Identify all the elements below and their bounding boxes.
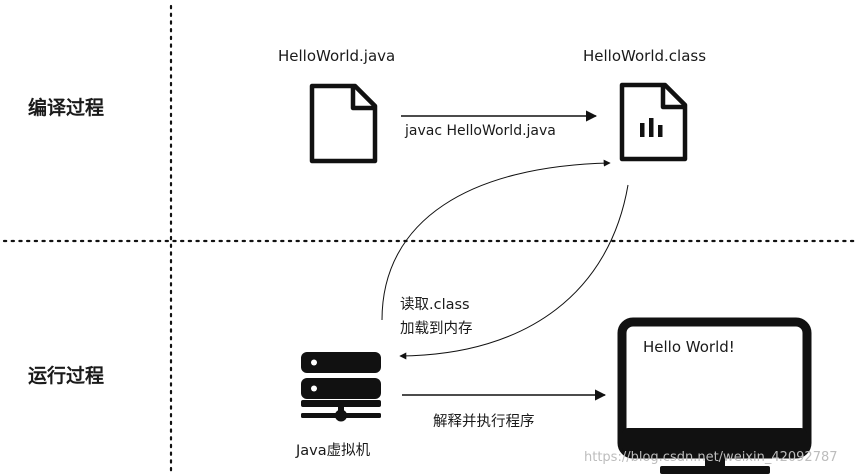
- monitor-icon: [617, 317, 812, 474]
- execute-label: 解释并执行程序: [433, 414, 535, 430]
- compile-phase-label: 编译过程: [28, 97, 105, 119]
- watermark-text: https://blog.csdn.net/weixin_42092787: [584, 450, 838, 465]
- run-phase-label: 运行过程: [28, 365, 105, 387]
- load-curve-up: [381, 159, 611, 321]
- load-label-line1: 读取.class: [400, 297, 470, 313]
- load-label-line2: 加载到内存: [400, 321, 473, 337]
- source-file-label: HelloWorld.java: [278, 47, 396, 65]
- jvm-server-icon: [301, 352, 381, 422]
- load-curve-down: [399, 184, 629, 360]
- class-file-icon: [619, 82, 688, 162]
- class-file-label: HelloWorld.class: [583, 47, 707, 65]
- monitor-output-text: Hello World!: [643, 338, 735, 356]
- jvm-label: Java虚拟机: [296, 443, 371, 459]
- compile-command-label: javac HelloWorld.java: [405, 123, 556, 139]
- java-file-icon: [309, 83, 378, 164]
